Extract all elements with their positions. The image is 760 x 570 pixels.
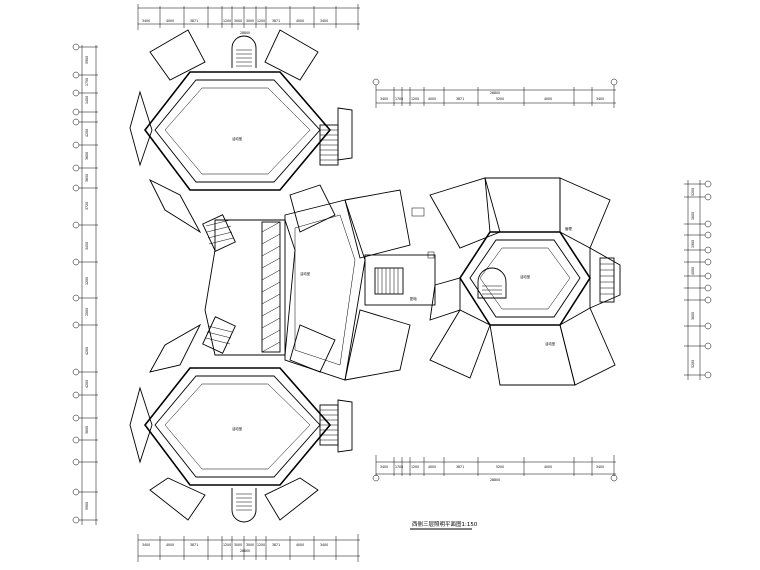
bottom-dim-5: 3000 [234, 543, 242, 547]
left-dim-7: 3720 [85, 202, 89, 210]
top-dim-7: 1200 [257, 19, 265, 23]
left-dim-1: 5900 [85, 56, 89, 64]
east-bottom-dim-8: 3400 [596, 465, 604, 469]
top-dim-total: 28800 [240, 31, 250, 35]
bottom-dim-8: 3871 [272, 543, 280, 547]
top-dim-5: 3000 [234, 19, 242, 23]
east-top-dim-2: 1700 [395, 97, 403, 101]
right-dim-1: 5200 [691, 188, 695, 196]
room-label-east-south: 活动室 [545, 341, 556, 346]
bottom-dim-total: 28800 [240, 549, 250, 553]
east-bottom-dim-1: 3400 [380, 465, 388, 469]
east-bottom-dim-7: 4000 [544, 465, 552, 469]
east-top-dim-8: 3400 [596, 97, 604, 101]
left-dim-2: 1750 [85, 78, 89, 86]
east-top-dimension-chain: 3400 1700 1200 4000 3871 5200 4000 3400 … [372, 78, 618, 108]
south-hexagon-block: 活动室 [129, 323, 353, 523]
top-dim-10: 3400 [320, 19, 328, 23]
east-top-dim-4: 4000 [428, 97, 436, 101]
right-dim-2: 1800 [691, 212, 695, 220]
left-dimension-chain: 5900 1750 1400 4200 3600 3650 3720 3450 … [72, 43, 98, 525]
east-top-dim-total: 28800 [490, 91, 500, 95]
room-label-north: 活动室 [232, 136, 243, 141]
room-label-manage: 管理 [565, 226, 572, 231]
bottom-dimension-chain: 3400 4000 3871 1200 3000 3000 1200 3871 … [137, 534, 360, 562]
top-dim-4: 1200 [223, 19, 231, 23]
east-top-dim-6: 5200 [496, 97, 504, 101]
top-dim-2: 4000 [166, 19, 174, 23]
bottom-dim-3: 3871 [190, 543, 198, 547]
bottom-dim-2: 4000 [166, 543, 174, 547]
east-bottom-dim-6: 5200 [496, 465, 504, 469]
left-dim-3: 1400 [85, 96, 89, 104]
bottom-dim-7: 1200 [257, 543, 265, 547]
left-dim-4: 4200 [85, 129, 89, 137]
left-dim-10: 2000 [85, 308, 89, 316]
right-dim-5: 3800 [691, 312, 695, 320]
east-top-dim-1: 3400 [380, 97, 388, 101]
bottom-dim-10: 3400 [320, 543, 328, 547]
left-dim-5: 3600 [85, 152, 89, 160]
top-dimension-chain: 3400 4000 3871 1200 3000 3000 1200 3871 … [137, 4, 360, 35]
top-dim-9: 4000 [296, 19, 304, 23]
central-connector: 活动室 [202, 189, 411, 381]
left-dim-13: 3800 [85, 426, 89, 434]
top-dim-1: 3400 [142, 19, 150, 23]
east-top-dim-7: 4000 [544, 97, 552, 101]
room-label-hall: 活动室 [300, 271, 311, 276]
top-dim-6: 3000 [246, 19, 254, 23]
bottom-dim-6: 3000 [246, 543, 254, 547]
left-dim-8: 3450 [85, 242, 89, 250]
room-label-core: 配电 [410, 296, 417, 301]
top-dim-3: 3871 [190, 19, 198, 23]
room-label-east: 活动室 [520, 274, 531, 279]
right-dimension-chain: 5200 1800 1900 4000 3800 5200 [684, 180, 712, 380]
drawing-title: 西侧三层照明平面图1:150 [412, 520, 478, 528]
right-dim-3: 1900 [691, 240, 695, 248]
left-dim-6: 3650 [85, 174, 89, 182]
room-label-south: 活动室 [232, 426, 243, 431]
right-dim-6: 5200 [691, 360, 695, 368]
bottom-dim-1: 3400 [142, 543, 150, 547]
north-hexagon-block: 活动室 [129, 29, 353, 234]
top-dim-8: 3871 [272, 19, 280, 23]
bottom-dim-4: 1200 [223, 543, 231, 547]
left-dim-12: 4200 [85, 380, 89, 388]
east-bottom-dim-total: 28800 [490, 478, 500, 482]
east-bottom-dim-4: 4000 [428, 465, 436, 469]
east-bottom-dim-5: 3871 [456, 465, 464, 469]
east-bottom-dim-3: 1200 [411, 465, 419, 469]
left-dim-14: 5900 [85, 502, 89, 510]
east-bottom-dimension-chain: 3400 1700 1200 4000 3871 5200 4000 3400 … [372, 455, 618, 482]
east-top-dim-3: 1200 [411, 97, 419, 101]
bottom-dim-9: 4000 [296, 543, 304, 547]
center-core: 配电 [364, 207, 436, 306]
east-hexagon-block: 活动室 活动室 管理 [429, 177, 621, 386]
east-bottom-dim-2: 1700 [395, 465, 403, 469]
drawing-title-block: 西侧三层照明平面图1:150 [410, 520, 478, 530]
right-dim-4: 4000 [691, 267, 695, 275]
east-top-dim-5: 3871 [456, 97, 464, 101]
left-dim-9: 1200 [85, 277, 89, 285]
left-dim-11: 4200 [85, 347, 89, 355]
